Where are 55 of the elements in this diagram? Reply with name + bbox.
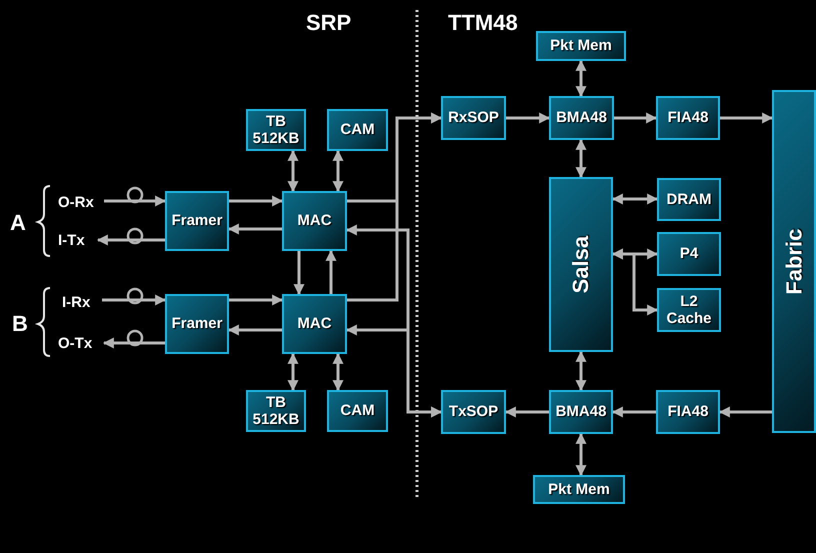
arrow xyxy=(504,406,549,418)
section-heading: SRP xyxy=(306,10,352,36)
chip-block: CAM xyxy=(327,109,388,151)
chip-block: L2 Cache xyxy=(657,288,721,332)
arrow xyxy=(96,234,165,246)
arrow xyxy=(720,112,774,124)
chip-block: P4 xyxy=(657,232,721,276)
arrow xyxy=(288,150,298,192)
arrow xyxy=(294,251,304,296)
chip-block: MAC xyxy=(282,191,347,251)
chip-block: BMA48 xyxy=(549,390,613,434)
arrow xyxy=(229,196,284,206)
arrow xyxy=(576,350,586,392)
arrow xyxy=(332,150,344,192)
arrow xyxy=(506,112,550,124)
chip-block: DRAM xyxy=(657,178,721,221)
port-group-label: A xyxy=(10,210,26,236)
arrow xyxy=(612,248,658,316)
chip-block: Pkt Mem xyxy=(536,31,626,61)
arrow xyxy=(102,294,166,306)
section-heading: TTM48 xyxy=(448,10,518,36)
arrow xyxy=(104,196,166,206)
arrow xyxy=(102,338,165,348)
arrow xyxy=(612,194,658,204)
chip-block: Salsa xyxy=(549,177,613,352)
chip-block: MAC xyxy=(282,294,347,354)
arrow xyxy=(576,138,586,178)
arrow xyxy=(288,352,298,392)
port-label: I-Tx xyxy=(58,230,98,250)
arrow xyxy=(228,324,282,336)
chip-block: TxSOP xyxy=(441,390,506,434)
chip-block: Pkt Mem xyxy=(533,475,625,504)
arrow xyxy=(326,250,336,294)
chip-block: TB 512KB xyxy=(246,390,306,432)
arrow xyxy=(718,406,772,418)
arrow xyxy=(229,294,284,306)
port-group-label: B xyxy=(12,311,28,337)
arrow xyxy=(576,432,586,476)
arrow xyxy=(612,406,656,418)
arrow xyxy=(332,352,344,392)
port-label: I-Rx xyxy=(62,292,102,312)
chip-block: BMA48 xyxy=(549,96,614,140)
port-label: O-Tx xyxy=(58,333,104,353)
chip-block: CAM xyxy=(327,390,388,432)
chip-block: TB 512KB xyxy=(246,109,306,151)
chip-block: FIA48 xyxy=(656,96,720,140)
arrow xyxy=(228,224,282,234)
port-label: O-Rx xyxy=(58,192,104,212)
chip-block: Framer xyxy=(165,191,229,251)
chip-block: RxSOP xyxy=(441,96,506,140)
chip-block: FIA48 xyxy=(656,390,720,434)
arrow xyxy=(614,112,658,124)
chip-block: Fabric xyxy=(772,90,816,433)
chip-block: Framer xyxy=(165,294,229,354)
arrow xyxy=(576,60,586,98)
